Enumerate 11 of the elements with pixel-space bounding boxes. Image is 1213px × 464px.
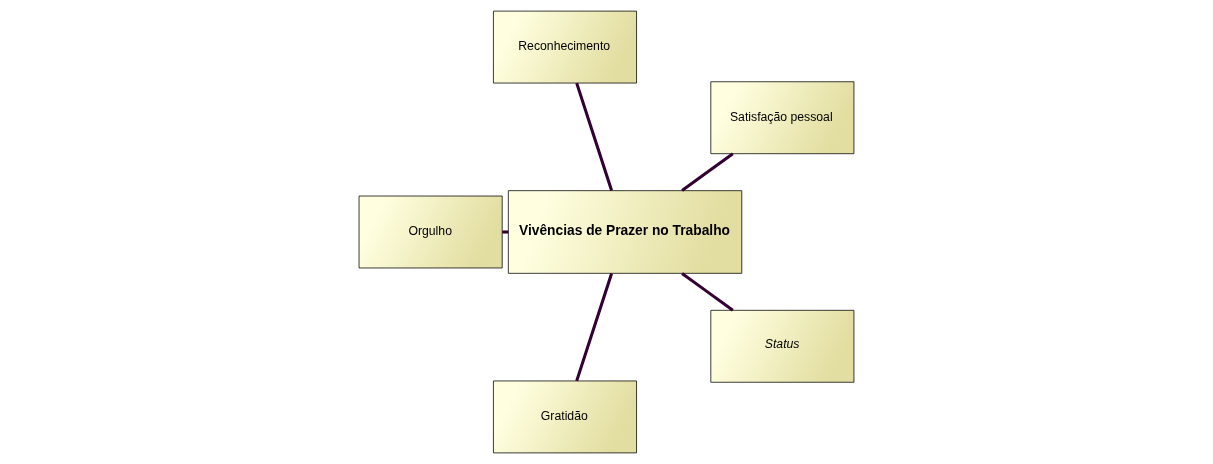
- node-box: Vivências de Prazer no Trabalho: [507, 190, 743, 274]
- connector: [575, 273, 614, 382]
- node-box: Status: [710, 309, 855, 383]
- node-box: Satisfação pessoal: [710, 81, 855, 155]
- connector: [575, 82, 614, 191]
- node-box: Reconhecimento: [493, 10, 637, 84]
- node-box: Gratidão: [493, 380, 637, 454]
- connector: [681, 272, 734, 312]
- connector: [681, 152, 734, 192]
- connector: [502, 230, 509, 234]
- node-box: Orgulho: [358, 195, 503, 269]
